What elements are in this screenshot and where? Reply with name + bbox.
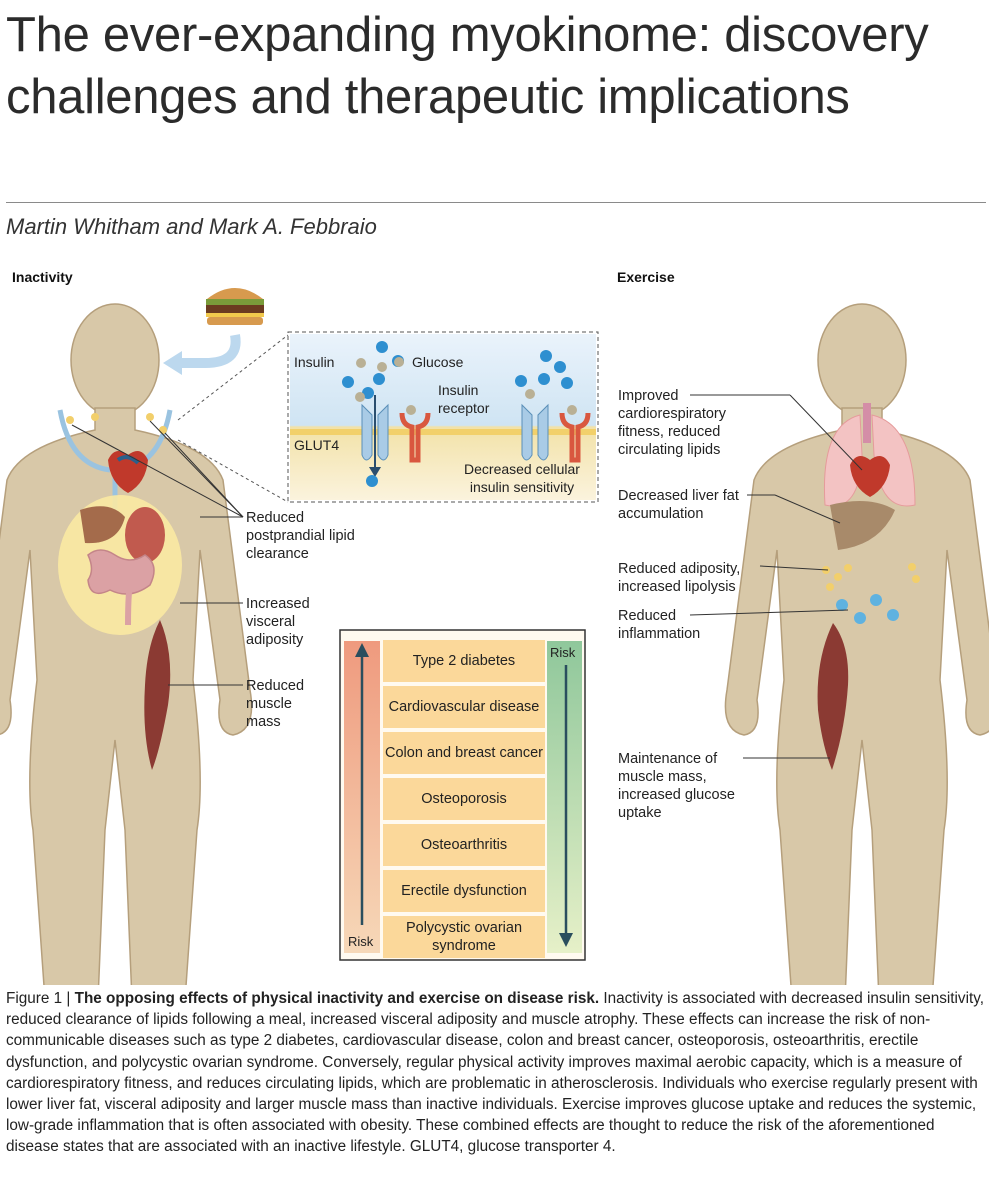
glucose-label: Glucose bbox=[412, 354, 464, 370]
disease-item: Osteoporosis bbox=[383, 778, 545, 820]
liver-fat-label: Decreased liver fat accumulation bbox=[618, 488, 739, 522]
up-arrow-icon bbox=[355, 643, 369, 657]
insulin-inset bbox=[287, 331, 599, 503]
caption-text: Inactivity is associated with decreased … bbox=[6, 990, 984, 1156]
intestine-icon bbox=[87, 549, 155, 595]
liver-icon-exercise bbox=[830, 501, 895, 550]
title-divider bbox=[6, 202, 986, 203]
insulin-receptor-label: Insulin receptor bbox=[438, 382, 490, 416]
authors: Martin Whitham and Mark A. Febbraio bbox=[6, 214, 377, 239]
intake-arrow bbox=[175, 334, 241, 368]
adiposity-lipolysis-label: Reduced adiposity, increased lipolysis bbox=[618, 561, 741, 595]
heart-icon-exercise bbox=[850, 456, 890, 497]
risk-decrease-bar bbox=[547, 641, 582, 953]
stomach-icon bbox=[125, 507, 165, 563]
article-title: The ever-expanding myokinome: discovery … bbox=[6, 8, 929, 124]
caption-title: The opposing effects of physical inactiv… bbox=[74, 990, 600, 1007]
risk-label-left: Risk bbox=[348, 934, 374, 949]
burger-icon bbox=[206, 288, 264, 325]
glut4-label: GLUT4 bbox=[294, 437, 340, 453]
right-leader-lines bbox=[689, 394, 863, 759]
inactivity-heading: Inactivity bbox=[12, 269, 73, 285]
risk-label-right: Risk bbox=[550, 645, 576, 660]
disease-item: Colon and breast cancer bbox=[383, 732, 545, 774]
disease-item: Cardiovascular disease bbox=[383, 686, 545, 728]
inflammation-label: Reduced inflammation bbox=[618, 608, 701, 642]
inset-pointer bbox=[177, 334, 289, 421]
muscle-icon bbox=[144, 620, 171, 770]
disease-item: Erectile dysfunction bbox=[383, 870, 545, 912]
decreased-insulin-sensitivity-label: Decreased cellular insulin sensitivity bbox=[464, 461, 580, 495]
lipid-clearance-label: Reduced postprandial lipid clearance bbox=[246, 510, 355, 562]
caption-label: Figure 1 | bbox=[6, 990, 75, 1007]
disease-item: Polycystic ovarian syndrome bbox=[383, 916, 545, 958]
muscle-maintenance-label: Maintenance of muscle mass, increased gl… bbox=[618, 751, 735, 821]
exercise-heading: Exercise bbox=[617, 269, 675, 285]
disease-item: Type 2 diabetes bbox=[383, 640, 545, 682]
muscle-mass-label: Reduced muscle mass bbox=[246, 678, 305, 730]
inflammation-icons bbox=[836, 594, 899, 624]
visceral-adiposity-label: Increased visceral adiposity bbox=[246, 596, 310, 648]
figure-caption: Figure 1 | The opposing effects of physi… bbox=[6, 988, 984, 1158]
cardio-fitness-label: Improved cardiorespiratory fitness, redu… bbox=[618, 388, 726, 458]
heart-icon bbox=[108, 451, 148, 493]
insulin-label: Insulin bbox=[294, 354, 335, 370]
muscle-icon-exercise bbox=[817, 623, 849, 770]
figure: Inactivity Exercise Insulin Glucose Insu… bbox=[0, 255, 989, 985]
left-leader-lines bbox=[71, 420, 244, 686]
liver-icon bbox=[80, 506, 125, 544]
down-arrow-icon bbox=[559, 933, 573, 947]
disease-item: Osteoarthritis bbox=[383, 824, 545, 866]
inactive-body-figure bbox=[0, 303, 253, 985]
